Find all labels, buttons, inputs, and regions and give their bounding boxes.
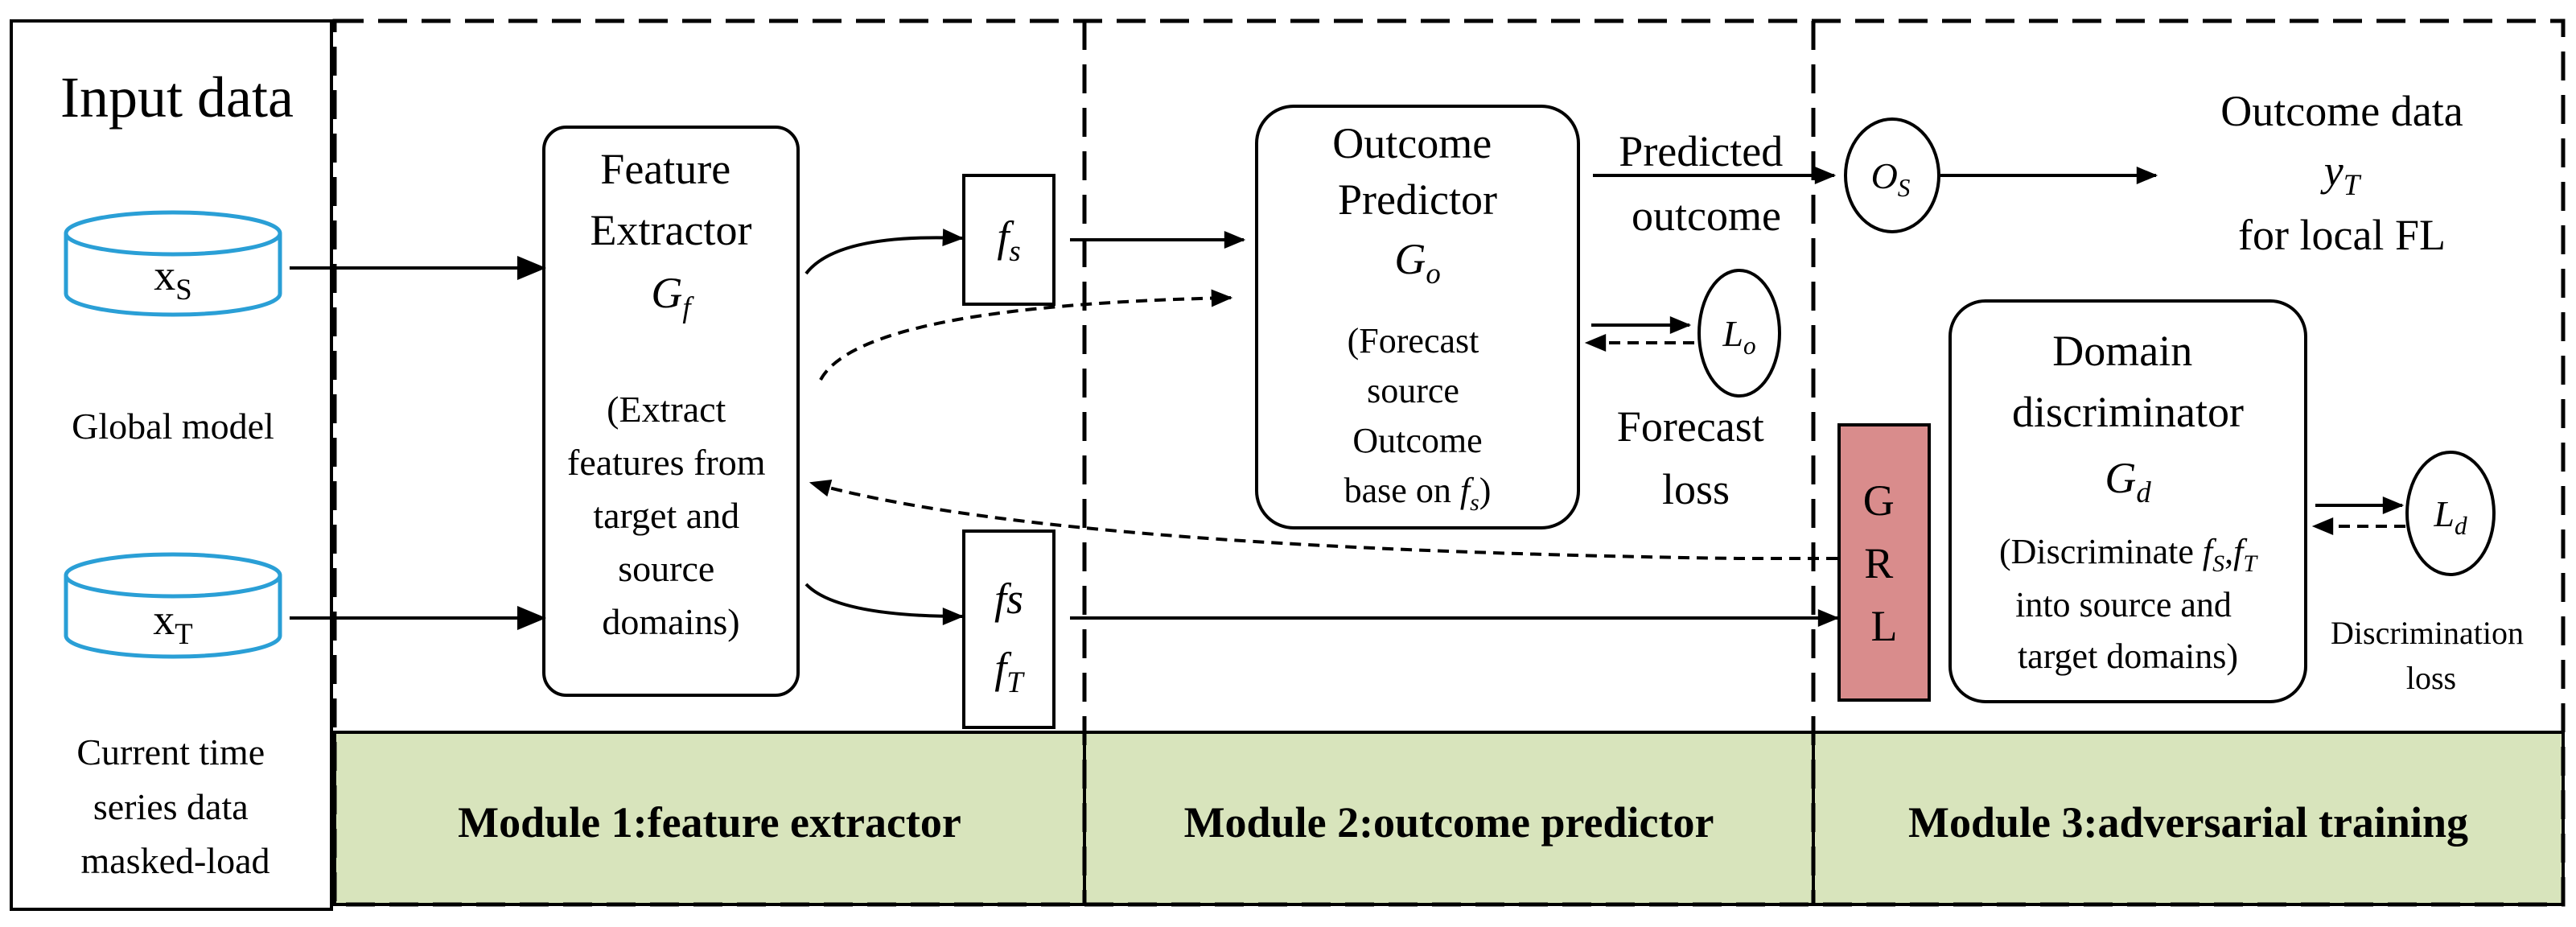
discrimination-loss-caption-line-1: Discrimination	[2331, 615, 2524, 651]
domain-discriminator-title: Domain discriminator	[2012, 327, 2244, 436]
module-2-bar	[1083, 731, 1815, 906]
grl-box	[1837, 423, 1931, 702]
outcome-node	[1844, 117, 1940, 233]
db-source-top	[64, 210, 282, 257]
grl-letter-1: G	[1863, 476, 1895, 525]
feature-extractor-description-line-3: target and	[593, 495, 739, 536]
feature-extractor-description-line-1: (Extract	[607, 389, 726, 430]
outcome-predictor-box	[1255, 105, 1580, 529]
feature-extractor-title-line-1: Feature	[600, 145, 730, 193]
arrow-extractor-to-fs	[804, 229, 965, 275]
outcome-data-title: Outcome data	[2220, 87, 2463, 135]
arrow-dashed-extractor-to-predictor	[819, 289, 1233, 381]
input-panel-title: Input data	[60, 65, 294, 130]
grl-label: G R L	[1863, 476, 1906, 650]
domain-discriminator-description: into source and target domains)	[2015, 585, 2241, 676]
outcome-predictor-description: (Forecast source Outcome	[1348, 321, 1488, 460]
db-source-caption: Global model	[72, 406, 274, 447]
db-target-caption-line-1: Current time	[76, 731, 265, 772]
feature-extractor-title-line-2: Extractor	[591, 206, 752, 254]
feature-extractor-description-line-2: features from	[567, 442, 766, 483]
forecast-loss-node-label: Lo	[1722, 313, 1755, 360]
db-target-top	[64, 552, 282, 599]
module-3-label: Module 3:adversarial training	[1908, 798, 2468, 847]
predicted-outcome-label: Predicted outcome	[1619, 127, 1793, 240]
outcome-predictor-description-line-1: (Forecast	[1348, 321, 1479, 360]
predicted-outcome-label-line-2: outcome	[1632, 192, 1781, 240]
dashed-frame-outer	[332, 19, 2566, 907]
domain-discriminator-description-line-1: into source and	[2015, 585, 2232, 624]
target-database-icon	[64, 552, 282, 659]
feature-extractor-description: (Extract features from target and source…	[567, 389, 775, 642]
grl-letter-2: R	[1864, 539, 1893, 587]
db-target-caption-line-2: series data	[93, 786, 249, 827]
db-target-label: xT	[153, 595, 192, 650]
input-panel	[10, 19, 333, 911]
feature-extractor-description-line-5: domains)	[602, 601, 739, 642]
outcome-predictor-title-line-1: Outcome	[1332, 119, 1492, 167]
forecast-loss-node	[1697, 269, 1781, 398]
outcome-predictor-title-line-2: Predictor	[1338, 175, 1497, 224]
outcome-data-symbol: yT	[2320, 146, 2362, 201]
forecast-loss-caption-line-2: loss	[1662, 465, 1730, 513]
db-source-body	[64, 233, 282, 317]
outcome-node-label: OS	[1871, 155, 1911, 202]
outcome-predictor-description-line-3: Outcome	[1352, 421, 1482, 460]
feature-target-box	[962, 529, 1056, 729]
discrimination-loss-node	[2405, 451, 2496, 576]
arrow-extractor-to-ft	[804, 583, 965, 625]
outcome-data-caption: for local FL	[2238, 211, 2446, 259]
outcome-predictor-description-line-4: base on fs)	[1344, 471, 1492, 516]
feature-target-line-1: fs	[994, 575, 1023, 623]
module-2-label: Module 2:outcome predictor	[1184, 798, 1714, 847]
outcome-predictor-title: Outcome Predictor	[1332, 119, 1502, 224]
forecast-loss-caption: Forecast loss	[1617, 402, 1775, 513]
forecast-loss-caption-line-1: Forecast	[1617, 402, 1764, 451]
domain-discriminator-title-line-2: discriminator	[2012, 388, 2244, 436]
feature-extractor-symbol: Gf	[651, 269, 694, 323]
module-1-bar	[333, 731, 1086, 906]
feature-extractor-title: Feature Extractor	[591, 145, 752, 254]
source-database-icon	[64, 210, 282, 317]
db-target-caption: Current time series data masked-load	[76, 731, 274, 881]
db-target-caption-line-3: masked-load	[80, 840, 270, 881]
feature-extractor-description-line-4: source	[618, 548, 714, 589]
grl-letter-3: L	[1871, 602, 1898, 650]
discrimination-loss-caption: Discrimination loss	[2331, 615, 2532, 696]
predicted-outcome-label-line-1: Predicted	[1619, 127, 1783, 175]
discrimination-loss-caption-line-2: loss	[2406, 660, 2456, 696]
feature-extractor-box	[542, 126, 800, 697]
domain-discriminator-title-line-1: Domain	[2052, 327, 2192, 375]
db-source-label: xS	[154, 251, 191, 306]
arrow-dashed-grl-to-extractor	[809, 479, 1837, 560]
outcome-predictor-symbol: Go	[1394, 235, 1440, 290]
outcome-predictor-description-line-2: source	[1367, 371, 1459, 410]
db-target-body	[64, 575, 282, 659]
domain-discriminator-description-line-2: target domains)	[2018, 637, 2238, 676]
domain-discriminator-box	[1948, 299, 2307, 703]
domain-discriminator-symbol: Gd	[2105, 454, 2151, 509]
module-1-label: Module 1:feature extractor	[458, 798, 961, 847]
discrimination-loss-node-label: Ld	[2433, 493, 2467, 540]
